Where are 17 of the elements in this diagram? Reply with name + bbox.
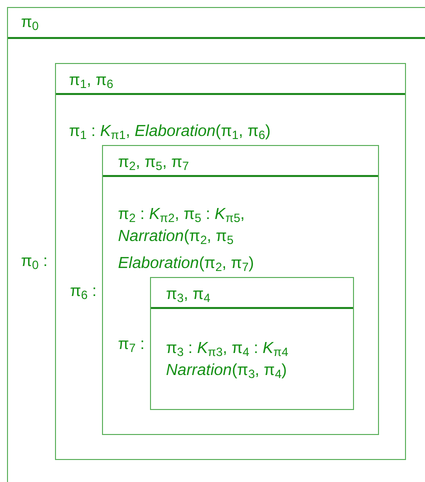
- box-heading: π$_{3}$, π$_{4}$: [166, 285, 210, 305]
- box-heading: π$_{2}$, π$_{5}$, π$_{7}$: [118, 153, 189, 173]
- formula-text: π$_{1}$ : K$_{π1}$, Elaboration(π$_{1}$, π$_{6}$): [69, 122, 271, 142]
- nested-box: [7, 7, 425, 482]
- formula-text: π$_{2}$ : K$_{π2}$, π$_{5}$ : K$_{π5}$,: [118, 205, 245, 225]
- formula-text: π$_{6}$ :: [70, 282, 97, 302]
- formula-text: π$_{7}$ :: [118, 335, 145, 355]
- box-heading: π$_{1}$, π$_{6}$: [69, 71, 114, 91]
- nested-box: [55, 63, 406, 460]
- box-heading: π$_{0}$: [21, 13, 39, 33]
- formula-text: π$_{0}$ :: [21, 252, 48, 272]
- formula-text: Narration(π$_{3}$, π$_{4}$): [166, 361, 287, 381]
- nested-box: [102, 145, 379, 435]
- nested-box: [150, 277, 354, 410]
- formula-text: Elaboration(π$_{2}$, π$_{7}$): [118, 254, 254, 274]
- formula-text: π$_{3}$ : K$_{π3}$, π$_{4}$ : K$_{π4}$: [166, 339, 288, 359]
- formula-text: Narration(π$_{2}$, π$_{5}$: [118, 227, 234, 247]
